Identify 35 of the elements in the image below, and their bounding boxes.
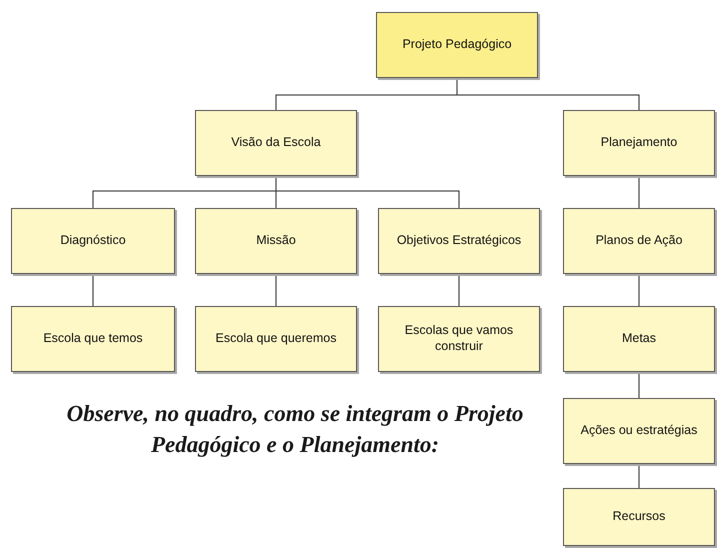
box-label: Planos de Ação xyxy=(596,233,682,249)
org-chart-box xyxy=(563,488,715,546)
box-label: Visão da Escola xyxy=(231,135,321,151)
box-label: Escola que queremos xyxy=(216,331,336,347)
connector-line xyxy=(276,176,460,208)
box-label: Objetivos Estratégicos xyxy=(396,233,522,249)
box-label: Planejamento xyxy=(600,135,678,151)
connector-line xyxy=(638,274,640,306)
org-chart-box xyxy=(378,208,540,274)
org-chart-box xyxy=(376,12,538,78)
org-chart-box xyxy=(563,398,715,464)
org-chart-box xyxy=(195,306,357,372)
connector-line xyxy=(638,176,640,208)
box-label: Diagnóstico xyxy=(60,233,126,249)
instruction-text: Observe, no quadro, como se integram o Projeto Pedagógico e o Planejamento: xyxy=(66,400,524,460)
box-label: Escolas que vamos construir xyxy=(404,323,514,355)
box-label: Escola que temos xyxy=(43,331,143,347)
org-chart-box xyxy=(378,306,540,372)
box-label: Missão xyxy=(256,233,296,249)
org-chart-box xyxy=(11,208,175,274)
org-chart-box xyxy=(563,208,715,274)
connector-line xyxy=(456,78,640,110)
org-chart-box xyxy=(563,110,715,176)
org-chart-box xyxy=(563,306,715,372)
org-chart-box xyxy=(195,208,357,274)
connector-line xyxy=(638,372,640,398)
connector-line xyxy=(92,274,94,306)
org-chart-box xyxy=(11,306,175,372)
box-label: Ações ou estratégias xyxy=(580,423,698,439)
box-label: Recursos xyxy=(612,509,666,525)
connector-line xyxy=(458,274,460,306)
box-label: Metas xyxy=(622,331,656,347)
connector-line xyxy=(638,464,640,488)
org-chart-box xyxy=(195,110,357,176)
box-label: Projeto Pedagógico xyxy=(402,37,512,53)
